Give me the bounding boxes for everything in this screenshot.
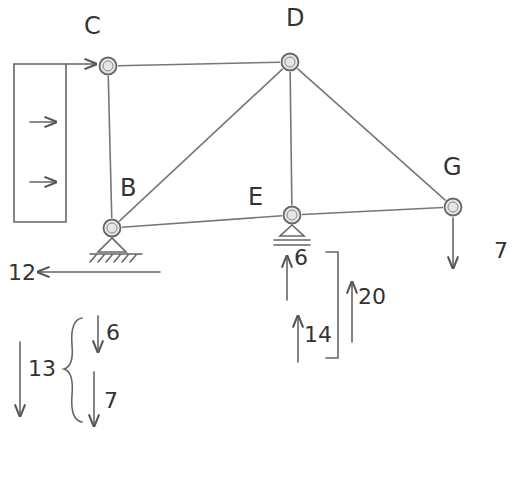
distributed-load-box bbox=[14, 64, 66, 222]
truss-joint: C bbox=[98, 56, 118, 76]
truss-member bbox=[290, 72, 292, 205]
joint-label: C bbox=[84, 12, 101, 40]
pin-support bbox=[98, 238, 126, 252]
truss-member bbox=[297, 69, 445, 201]
force-arrow bbox=[297, 316, 299, 362]
force-value: 12 bbox=[8, 260, 36, 286]
reaction-arrow bbox=[351, 282, 353, 342]
joint-circle bbox=[98, 56, 118, 76]
truss-member bbox=[108, 76, 112, 218]
force-value: 6 bbox=[106, 320, 120, 346]
force-value: 20 bbox=[358, 284, 386, 310]
truss-member bbox=[119, 69, 282, 221]
roller-lines bbox=[274, 240, 310, 245]
joint-circle bbox=[280, 52, 300, 72]
joint-circle bbox=[282, 205, 302, 225]
force-value: 14 bbox=[304, 322, 332, 348]
reaction-arrow bbox=[19, 342, 21, 416]
joint-label: B bbox=[120, 174, 136, 202]
brace bbox=[64, 318, 82, 422]
force-arrow bbox=[93, 372, 95, 426]
truss-joint: D bbox=[280, 52, 300, 72]
truss-member bbox=[122, 216, 282, 228]
roller-support bbox=[280, 225, 304, 236]
reaction-arrow bbox=[38, 271, 160, 273]
load-arrow bbox=[30, 181, 56, 183]
truss-joint: G bbox=[443, 197, 463, 217]
truss-joint: E bbox=[282, 205, 302, 225]
ground-hatch bbox=[90, 254, 142, 262]
joint-circle bbox=[443, 197, 463, 217]
force-value: 7 bbox=[104, 388, 118, 414]
force-value: 13 bbox=[28, 356, 56, 382]
truss-member bbox=[302, 207, 443, 214]
force-value: 6 bbox=[294, 245, 308, 271]
joint-circle bbox=[102, 218, 122, 238]
truss-joint: B bbox=[102, 218, 122, 238]
force-arrow bbox=[97, 316, 99, 352]
force-arrow bbox=[286, 256, 288, 300]
joint-label: E bbox=[248, 183, 263, 211]
point-load-arrow bbox=[452, 218, 454, 268]
joint-label: D bbox=[286, 4, 304, 32]
truss-member bbox=[118, 62, 280, 66]
load-arrow bbox=[30, 121, 56, 123]
joint-label: G bbox=[443, 153, 462, 181]
load-arrow bbox=[14, 63, 96, 65]
force-value: 7 bbox=[494, 238, 508, 264]
